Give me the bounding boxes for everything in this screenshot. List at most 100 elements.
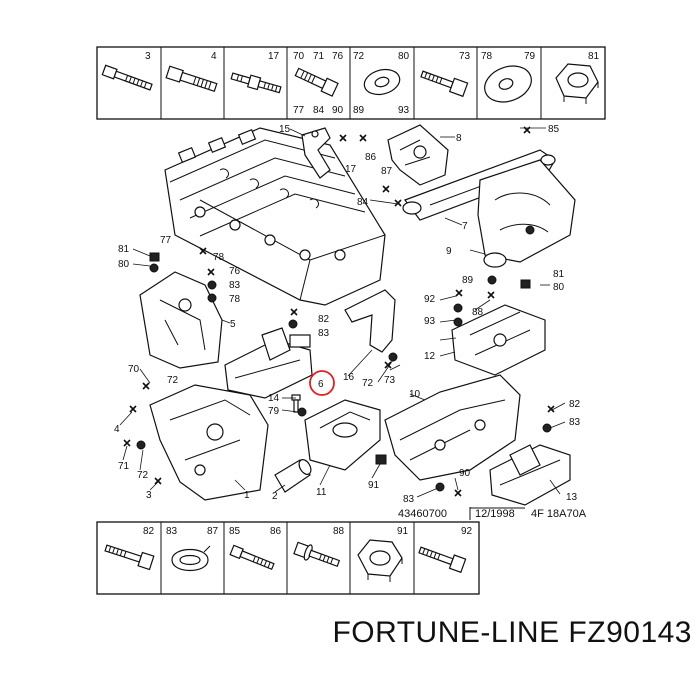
part-label: 93 [398,105,410,116]
callout-label: 83 [403,494,415,505]
reference-date: 12/1998 [475,508,515,520]
part-label: 88 [333,526,345,537]
bracket-15-illustration [301,127,331,179]
part-label: 86 [270,526,282,537]
part-label: 72 [353,51,365,62]
callout-label: 70 [128,364,140,375]
callout-label: 78 [229,294,241,305]
callout-label: 10 [409,389,421,400]
callout-label: 8 [456,133,462,144]
callout-label: 92 [424,294,436,305]
callout-label: 3 [146,490,152,501]
part-label: 84 [313,105,325,116]
callout-label: 82 [569,399,581,410]
bolt-icon [229,544,275,571]
bolt-icon [165,65,218,93]
part-label: 77 [293,105,305,116]
callout-label: 85 [548,124,560,135]
washer-icon [484,65,532,103]
callout-label: 90 [459,468,471,479]
bracket-1-illustration [149,384,269,501]
callout-label: 76 [229,266,241,277]
nut-icon [297,407,307,417]
callout-label: 82 [318,314,330,325]
callout-label: 89 [462,275,474,286]
brand-title: FORTUNE-LINE FZ90143 [332,616,692,649]
part-label: 83 [166,526,178,537]
callout-label: 88 [472,307,484,318]
callout-label: 81 [118,244,130,255]
part-label: 71 [313,51,325,62]
callout-label: 79 [268,406,280,417]
nut-icon [207,293,217,303]
callout-label: 84 [357,197,369,208]
mount-6-illustration [224,327,313,399]
callout-label: 80 [553,282,565,293]
engine-mount-9-illustration [477,159,576,268]
callout-label: 15 [279,124,291,135]
part-label: 92 [461,526,473,537]
mount-11-illustration [304,399,381,471]
callout-label: 83 [569,417,581,428]
washer-icon [375,454,387,465]
callout-label: 14 [268,393,280,404]
callout-label: 12 [424,351,436,362]
callout-label: 71 [118,461,130,472]
part-label: 85 [229,526,241,537]
cross-markers [123,126,555,497]
nut-icon [357,539,403,582]
nut-icon [288,319,298,329]
nut-icon [388,352,398,362]
nut-icon [555,63,599,104]
part-label: 4 [211,51,217,62]
stud-icon [230,72,282,94]
part-label: 81 [588,51,600,62]
callout-label: 6 [318,379,324,390]
mount-13-illustration [489,444,571,506]
reference-number: 43460700 [398,508,447,520]
bracket-8-illustration [387,124,449,186]
callout-label: 5 [230,319,236,330]
bolt-icon [104,544,155,571]
callout-label: 87 [381,166,393,177]
part-label: 76 [332,51,344,62]
callout-label: 17 [345,164,357,175]
callout-label: 72 [137,470,149,481]
part-label: 78 [481,51,493,62]
callout-label: 2 [272,491,278,502]
callout-label: 78 [213,252,225,263]
bottom-fastener-row: 82 83 87 85 86 88 91 92 [96,521,480,595]
part-label: 89 [353,105,365,116]
engine-block-illustration [164,127,386,306]
callout-label: 7 [462,221,468,232]
exploded-view: 15 17 86 87 8 85 84 7 9 77 81 80 78 76 8… [114,124,587,520]
top-fastener-row: 3 4 17 70 71 76 77 84 90 72 80 89 93 73 … [96,46,606,120]
part-label: 91 [397,526,409,537]
nut-icon [207,280,217,290]
bracket-5-illustration [139,271,223,369]
bracket-16-illustration [344,289,396,353]
callout-label: 11 [316,487,327,498]
nut-icon [542,423,552,433]
nut-icon [435,482,445,492]
callout-label: 16 [343,372,355,383]
highlight-circle [309,370,335,396]
bolt-icon [101,64,153,91]
callout-label: 83 [318,328,330,339]
callout-label: 86 [365,152,377,163]
part-label: 87 [207,526,219,537]
part-label: 17 [268,51,280,62]
washer-icon [149,252,160,262]
callout-label: 77 [160,235,172,246]
nut-icon [453,303,463,313]
part-label: 3 [145,51,151,62]
reference-code: 4F 18A70A [531,508,587,520]
callout-label: 93 [424,316,436,327]
callout-label: 9 [446,246,452,257]
part-label: 73 [459,51,471,62]
callout-label: 72 [362,378,374,389]
nut-icon [149,263,159,273]
nut-icon [136,440,146,450]
bolt-icon [293,541,341,567]
part-label: 80 [398,51,410,62]
